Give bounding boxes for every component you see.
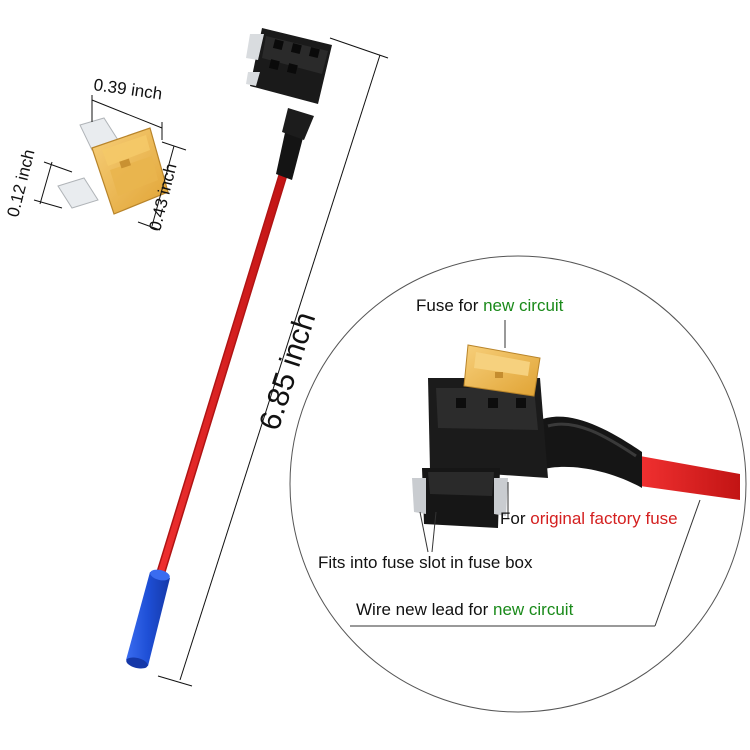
callout-wire-new-lead-prefix: Wire new lead for xyxy=(356,600,493,619)
fuse-tap-connector xyxy=(246,28,332,104)
cable-dimension-line xyxy=(157,37,389,687)
callout-original-factory-fuse: For original factory fuse xyxy=(500,509,678,529)
fuse-dimension-lines xyxy=(33,95,187,231)
fuse-tap-cable xyxy=(126,28,332,669)
callout-original-factory-fuse-highlight: original factory fuse xyxy=(530,509,678,528)
detail-zoom-circle xyxy=(289,255,747,713)
callout-fuse-slot-text: Fits into fuse slot in fuse box xyxy=(318,553,533,572)
callout-lines xyxy=(350,320,701,627)
callout-wire-new-lead-highlight: new circuit xyxy=(493,600,574,619)
callout-fuse-slot: Fits into fuse slot in fuse box xyxy=(318,553,533,573)
callout-fuse-new-circuit-prefix: Fuse for xyxy=(416,296,484,315)
fuse-width-label: 0.39 inch xyxy=(92,75,163,103)
blue-butt-terminal xyxy=(126,569,170,669)
callout-wire-new-lead: Wire new lead for new circuit xyxy=(356,600,573,620)
callout-original-factory-fuse-prefix: For xyxy=(500,509,531,528)
callout-fuse-new-circuit: Fuse for new circuit xyxy=(416,296,563,316)
callout-fuse-new-circuit-highlight: new circuit xyxy=(483,296,564,315)
blade-gap-label: 0.12 inch xyxy=(3,147,38,219)
mini-fuse-image xyxy=(57,117,169,215)
